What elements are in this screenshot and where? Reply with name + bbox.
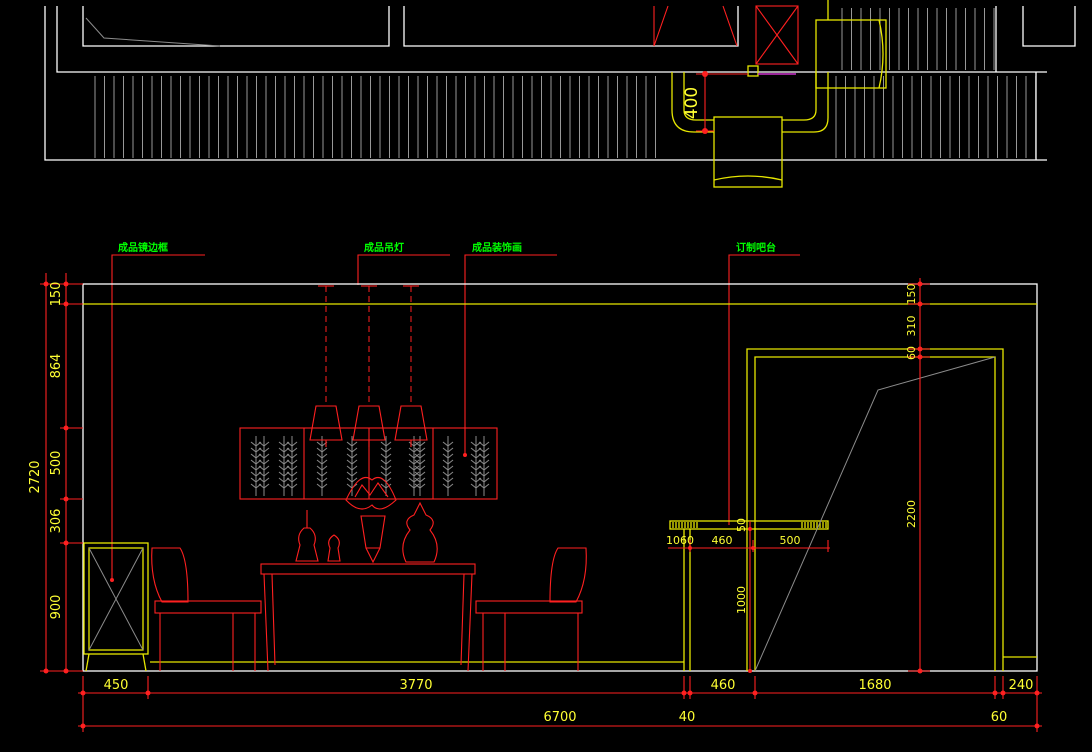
door-opening — [746, 348, 1004, 672]
callout-pendant-lamp: 成品吊灯 — [364, 241, 404, 254]
dim-right-310: 310 — [905, 316, 918, 337]
plan-dimension-400: 400 — [682, 71, 748, 134]
dim-bottom-450: 450 — [104, 678, 129, 693]
plan-bar-stools — [671, 0, 887, 188]
dim-left-306: 306 — [49, 509, 64, 534]
table-decor — [295, 476, 438, 564]
dim-bottom-240: 240 — [1009, 678, 1034, 693]
dining-chair-right — [475, 547, 587, 671]
dim-left-864: 864 — [49, 354, 64, 379]
dim-right-2200: 2200 — [905, 500, 918, 528]
decorative-painting — [239, 427, 498, 500]
plan-walls — [44, 6, 1076, 161]
callout-custom-bar: 订制吧台 — [736, 241, 776, 254]
plan-floor-hatch — [94, 8, 1036, 158]
dim-left-900: 900 — [49, 595, 64, 620]
dim-bottom-1680: 1680 — [858, 678, 891, 693]
dim-bottom-3770: 3770 — [399, 678, 432, 693]
elevation: 成品镜边框 成品吊灯 成品装饰画 订制吧台 — [28, 241, 1042, 732]
room-outline — [82, 283, 1038, 672]
dim-bar-460: 460 — [712, 534, 733, 547]
dim-bottom-460: 460 — [711, 678, 736, 693]
dim-bottom-6700: 6700 — [543, 710, 576, 725]
callouts: 成品镜边框 成品吊灯 成品装饰画 订制吧台 — [110, 241, 800, 582]
bar-dimensions: 50 1060 460 500 1000 — [666, 518, 830, 673]
sideboard-cabinet — [83, 542, 149, 672]
dim-left-150: 150 — [49, 282, 64, 307]
dim-bar-500: 500 — [780, 534, 801, 547]
dining-table — [260, 563, 476, 672]
dim-bar-1060: 1060 — [666, 534, 694, 547]
dim-right-150: 150 — [905, 284, 918, 305]
floor-plan: 400 — [44, 0, 1076, 188]
left-dimensions: 150 864 500 306 900 2720 — [28, 273, 83, 674]
dim-bottom-40: 40 — [679, 710, 696, 725]
dim-right-60: 60 — [905, 346, 918, 360]
callout-decor-painting: 成品装饰画 — [472, 241, 522, 254]
dim-bar-1000: 1000 — [735, 586, 748, 614]
bottom-dimensions: 450 3770 460 1680 240 6700 40 60 — [78, 676, 1042, 732]
right-dimensions: 150 310 60 2200 — [905, 278, 930, 674]
plan-red-openings — [653, 5, 799, 65]
dim-bottom-60: 60 — [991, 710, 1008, 725]
dim-left-500: 500 — [49, 451, 64, 476]
plan-dim-400-label: 400 — [682, 87, 702, 119]
bar-counter — [669, 520, 829, 671]
dim-left-2720: 2720 — [28, 460, 43, 493]
dining-chair-left — [151, 547, 262, 671]
dim-bar-50: 50 — [735, 518, 748, 532]
pendant-lamps — [309, 285, 428, 447]
callout-mirror-frame: 成品镜边框 — [118, 241, 168, 254]
